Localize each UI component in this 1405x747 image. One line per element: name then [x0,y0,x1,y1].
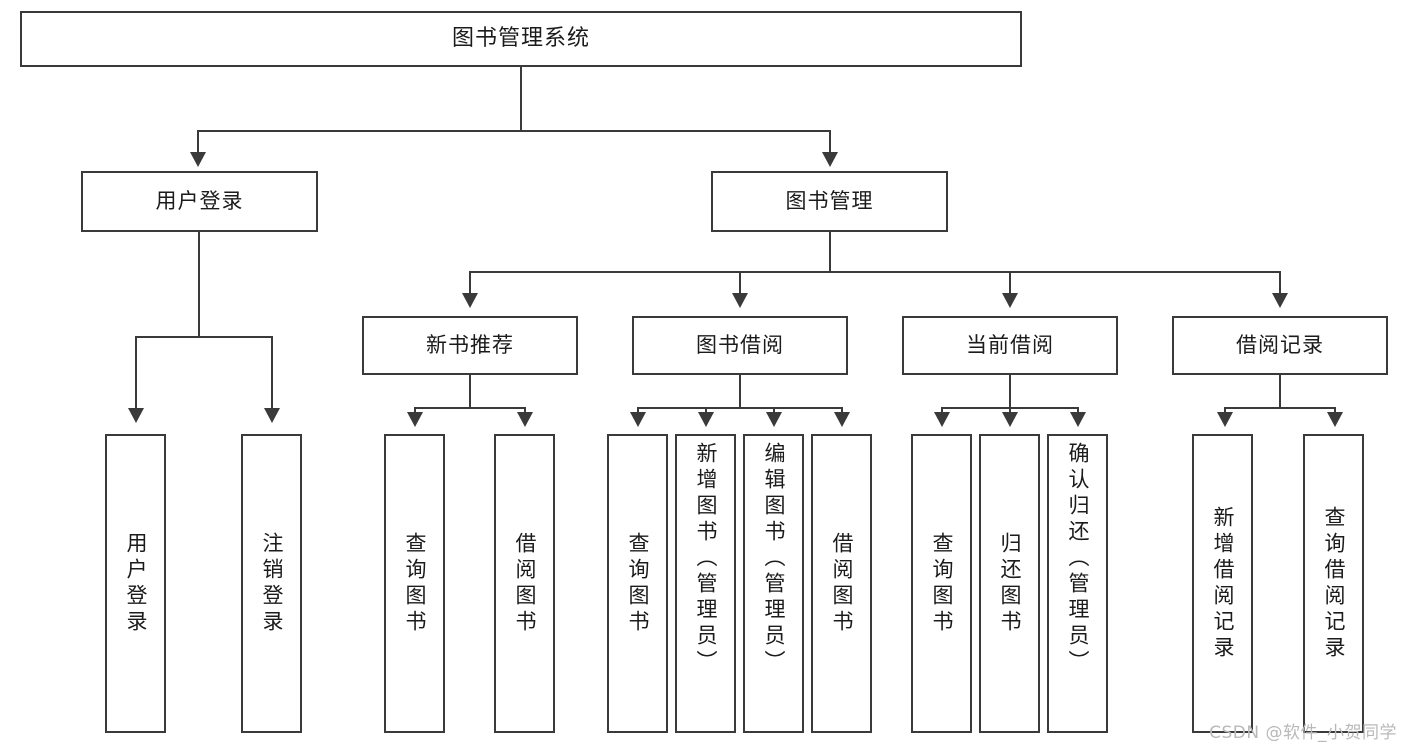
arrow-book-borrow-l1 [630,412,646,427]
leaf-query-book-2-label: 查询图书 [626,531,650,636]
connector-book-borrow-l2 [705,407,707,414]
arrow-current-borrow-l2 [1002,412,1018,427]
connector-new-book-rec-l1 [414,407,416,414]
connector-root-stem [520,67,522,131]
node-current-borrow[interactable]: 当前借阅 [902,316,1118,375]
arrow-book-manage-c3 [1002,293,1018,308]
connector-current-borrow-l2 [1009,407,1011,414]
connector-user-login-bus [135,336,272,338]
node-current-borrow-label: 当前借阅 [966,333,1054,358]
leaf-query-book-3-label: 查询图书 [930,531,954,636]
leaf-borrow-book-1[interactable]: 借阅图书 [494,434,555,733]
leaf-query-book-2[interactable]: 查询图书 [607,434,668,733]
leaf-user-login[interactable]: 用户登录 [105,434,166,733]
leaf-user-logout-label: 注销登录 [260,531,284,636]
arrow-book-borrow-l4 [834,412,850,427]
node-book-borrow-label: 图书借阅 [696,333,784,358]
connector-book-manage-c4 [1279,271,1281,295]
watermark-text: CSDN @软件_小贺同学 [1209,723,1397,743]
arrow-current-borrow-l1 [934,412,950,427]
leaf-add-record-label: 新增借阅记录 [1211,505,1235,662]
connector-book-borrow-l1 [637,407,639,414]
leaf-user-logout[interactable]: 注销登录 [241,434,302,733]
node-borrow-record-label: 借阅记录 [1236,333,1324,358]
leaf-edit-book-label: 编辑图书（管理员） [762,442,786,676]
node-user-login[interactable]: 用户登录 [81,171,318,232]
connector-borrow-record-l2 [1334,407,1336,414]
arrow-book-borrow-l3 [766,412,782,427]
arrow-book-manage-c4 [1272,293,1288,308]
connector-book-manage-c2 [739,271,741,295]
arrow-book-manage-c1 [462,293,478,308]
connector-new-book-rec-stem [469,375,471,408]
arrow-user-login-leaf2 [264,408,280,423]
leaf-borrow-book-2[interactable]: 借阅图书 [811,434,872,733]
connector-book-manage-stem [829,232,831,272]
connector-user-login-stem [198,232,200,337]
connector-root-to-book-manage [829,130,831,154]
leaf-query-book-1[interactable]: 查询图书 [384,434,445,733]
arrow-book-borrow-l2 [698,412,714,427]
connector-new-book-rec-l2 [524,407,526,414]
node-root-label: 图书管理系统 [451,26,590,52]
leaf-query-book-1-label: 查询图书 [403,531,427,636]
connector-book-manage-c1 [469,271,471,295]
arrow-borrow-record-l2 [1327,412,1343,427]
node-new-book-rec[interactable]: 新书推荐 [362,316,578,375]
leaf-confirm-return-label: 确认归还（管理员） [1066,442,1090,676]
node-new-book-rec-label: 新书推荐 [426,333,514,358]
node-book-manage[interactable]: 图书管理 [711,171,948,232]
leaf-edit-book[interactable]: 编辑图书（管理员） [743,434,804,733]
connector-book-manage-bus [469,271,1280,273]
node-book-borrow[interactable]: 图书借阅 [632,316,848,375]
arrow-current-borrow-l3 [1070,412,1086,427]
connector-user-login-leaf1 [135,336,137,410]
arrow-root-to-user-login [190,152,206,167]
connector-root-to-user-login [197,130,199,154]
connector-borrow-record-stem [1279,375,1281,408]
connector-new-book-rec-bus [414,407,525,409]
arrow-user-login-leaf1 [128,408,144,423]
node-book-manage-label: 图书管理 [785,189,874,214]
connector-book-borrow-l3 [773,407,775,414]
connector-borrow-record-l1 [1224,407,1226,414]
connector-current-borrow-l1 [941,407,943,414]
leaf-confirm-return[interactable]: 确认归还（管理员） [1047,434,1108,733]
leaf-query-record-label: 查询借阅记录 [1322,505,1346,662]
connector-current-borrow-l3 [1077,407,1079,414]
leaf-borrow-book-2-label: 借阅图书 [830,531,854,636]
arrow-book-manage-c2 [732,293,748,308]
leaf-return-book-label: 归还图书 [998,531,1022,636]
leaf-return-book[interactable]: 归还图书 [979,434,1040,733]
leaf-add-record[interactable]: 新增借阅记录 [1192,434,1253,733]
leaf-user-login-label: 用户登录 [124,531,148,636]
node-user-login-label: 用户登录 [155,189,244,214]
arrow-root-to-book-manage [822,152,838,167]
arrow-new-book-rec-l2 [517,412,533,427]
connector-book-manage-c3 [1009,271,1011,295]
connector-user-login-leaf2 [271,336,273,410]
node-root[interactable]: 图书管理系统 [20,11,1022,67]
connector-current-borrow-stem [1009,375,1011,408]
connector-borrow-record-bus [1224,407,1335,409]
leaf-add-book-label: 新增图书（管理员） [694,442,718,676]
leaf-add-book[interactable]: 新增图书（管理员） [675,434,736,733]
connector-root-bus [197,130,831,132]
leaf-query-record[interactable]: 查询借阅记录 [1303,434,1364,733]
arrow-borrow-record-l1 [1217,412,1233,427]
arrow-new-book-rec-l1 [407,412,423,427]
connector-book-borrow-l4 [841,407,843,414]
connector-book-borrow-stem [739,375,741,408]
leaf-query-book-3[interactable]: 查询图书 [911,434,972,733]
connector-book-borrow-bus [637,407,842,409]
leaf-borrow-book-1-label: 借阅图书 [513,531,537,636]
node-borrow-record[interactable]: 借阅记录 [1172,316,1388,375]
